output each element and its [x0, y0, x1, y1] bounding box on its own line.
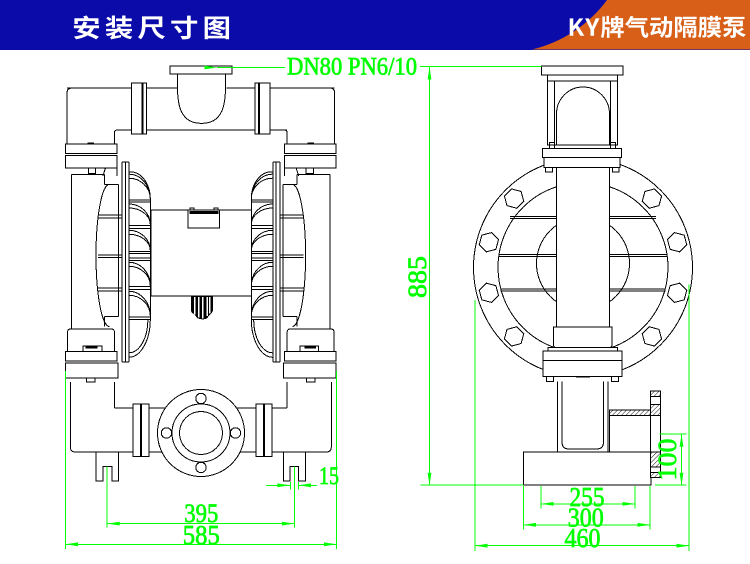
svg-text:DN80 PN6/10: DN80 PN6/10 [287, 54, 417, 81]
svg-text:15: 15 [319, 463, 339, 490]
svg-text:300: 300 [568, 503, 604, 533]
svg-text:100: 100 [653, 439, 682, 481]
svg-text:460: 460 [565, 523, 601, 553]
svg-text:255: 255 [570, 482, 605, 512]
svg-text:585: 585 [183, 520, 220, 550]
svg-text:395: 395 [184, 499, 218, 528]
svg-text:885: 885 [403, 256, 432, 298]
